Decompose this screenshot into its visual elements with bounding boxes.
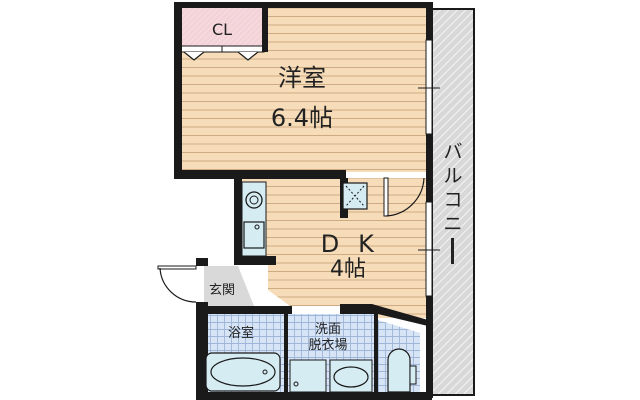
balcony-label: バ ル コ ニ <box>443 141 463 264</box>
ventilation-box <box>342 182 368 210</box>
washbasin <box>329 359 373 393</box>
closet: CL <box>179 6 265 61</box>
stove-burner-icon <box>245 191 263 209</box>
room-door <box>380 172 425 217</box>
svg-text:ニ: ニ <box>443 213 462 235</box>
washroom-label-line2: 脱衣場 <box>308 337 347 353</box>
toilet <box>387 348 417 393</box>
western-room-size: 6.4帖 <box>271 104 333 132</box>
bathtub <box>205 352 281 392</box>
washing-machine-pan <box>289 359 327 393</box>
dk-label-d: D <box>321 230 339 258</box>
balcony: バ ル コ ニ <box>431 8 475 396</box>
entrance-label: 玄関 <box>209 283 235 298</box>
western-room-label: 洋室 <box>278 64 326 92</box>
bathroom-label: 浴室 <box>228 325 254 341</box>
svg-text:バ: バ <box>443 141 462 163</box>
kitchen-counter <box>241 181 267 257</box>
sink-icon <box>243 221 265 249</box>
dk-label-k: K <box>358 230 375 258</box>
east-windows <box>418 39 440 297</box>
closet-label: CL <box>212 20 232 39</box>
entrance: 玄関 <box>204 266 254 306</box>
svg-text:コ: コ <box>443 189 462 211</box>
entrance-door <box>157 265 197 303</box>
washroom-label-line1: 洗面 <box>315 322 341 337</box>
dk-size: 4帖 <box>330 257 366 282</box>
svg-text:ル: ル <box>443 165 462 187</box>
dining-kitchen <box>240 178 426 318</box>
